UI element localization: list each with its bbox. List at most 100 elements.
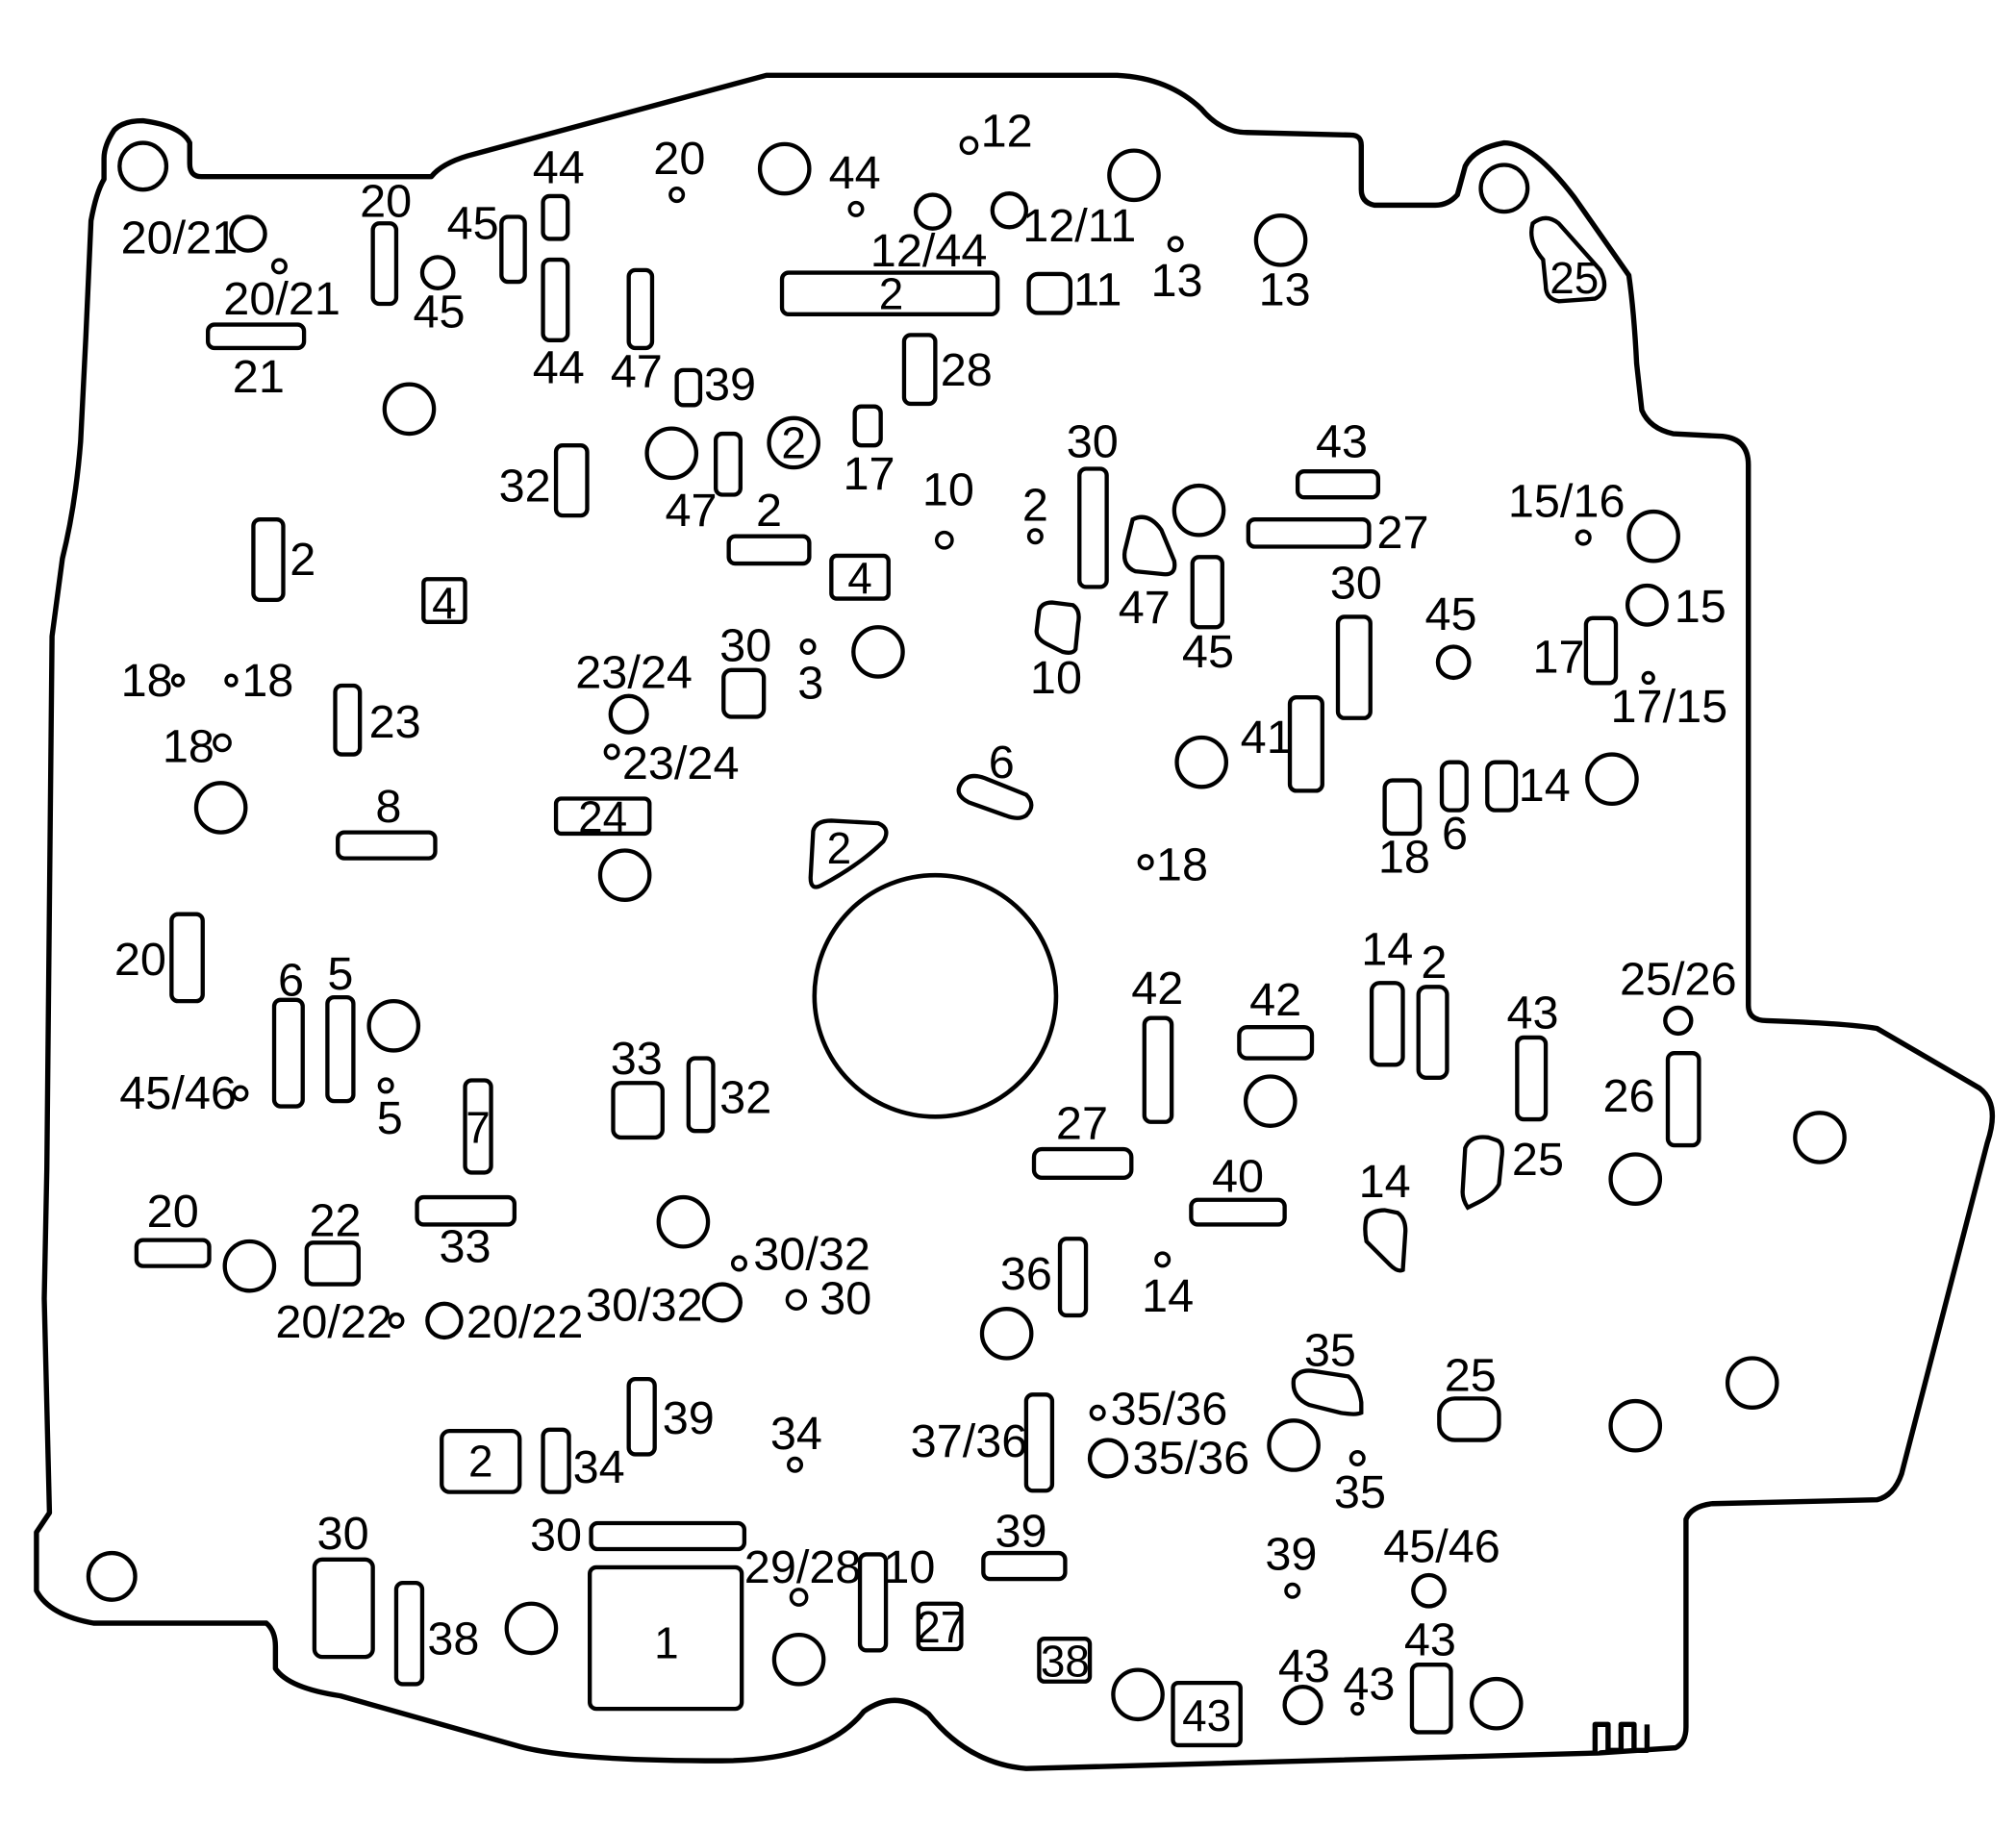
ref-label: 10 — [1030, 652, 1082, 704]
ref-label: 44 — [829, 147, 881, 199]
ref-label: 20 — [653, 133, 705, 185]
ref-label: 44 — [533, 141, 585, 193]
ref-label: 18 — [121, 655, 173, 707]
bolt-hole — [1243, 1074, 1298, 1128]
small-orifice — [1284, 1582, 1301, 1599]
small-orifice — [232, 1085, 249, 1102]
slot — [1515, 1035, 1549, 1122]
ref-label: 32 — [719, 1071, 771, 1123]
orifice-hole — [419, 255, 456, 290]
irregular-passage — [1460, 1135, 1504, 1211]
ref-label: 40 — [1212, 1151, 1264, 1203]
slot — [1142, 1015, 1174, 1124]
small-orifice — [787, 1456, 804, 1473]
slot — [1295, 469, 1381, 500]
ref-label: 35/36 — [1111, 1383, 1228, 1435]
ref-label: 14 — [1519, 760, 1571, 812]
ref-label: 26 — [1602, 1070, 1654, 1122]
irregular-passages — [808, 215, 1607, 1416]
irregular-passage — [808, 818, 889, 889]
slot — [336, 830, 438, 861]
ref-label: 20 — [360, 176, 412, 228]
bolt-hole — [1267, 1418, 1321, 1472]
boxed-ref-frame — [588, 1564, 744, 1712]
slot — [1382, 778, 1423, 837]
bolt-hole — [644, 426, 699, 481]
ref-label: 17/15 — [1611, 681, 1728, 733]
bolt-hole — [1107, 148, 1161, 203]
slot — [1369, 981, 1405, 1067]
slot — [333, 683, 363, 757]
ref-label: 35/36 — [1133, 1433, 1250, 1485]
ref-label: 30/32 — [753, 1229, 870, 1281]
ref-label: 10 — [883, 1541, 935, 1593]
ref-label: 12/44 — [870, 225, 988, 277]
orifice-hole — [990, 191, 1029, 230]
ref-label: 37/36 — [911, 1415, 1028, 1467]
slot — [1026, 271, 1072, 315]
ref-label: 6 — [989, 737, 1015, 788]
ref-label: 23/24 — [622, 738, 740, 789]
ref-label: 8 — [375, 781, 401, 833]
ref-label: 15 — [1675, 581, 1726, 633]
bolt-hole — [1253, 213, 1308, 267]
ref-label: 2 — [756, 485, 782, 537]
boxed-ref-frame — [1037, 1637, 1093, 1684]
ref-label: 25/26 — [1620, 953, 1737, 1005]
bolt-hole — [1111, 1667, 1165, 1722]
ref-label: 43 — [1316, 415, 1368, 467]
boxed-ref-frame — [916, 1601, 964, 1652]
ref-label: 30 — [317, 1508, 369, 1560]
box-label: 27 — [916, 1602, 965, 1652]
small-orifice — [730, 1255, 747, 1272]
small-orifice — [1575, 529, 1592, 546]
ref-label: 20/22 — [275, 1296, 392, 1348]
ref-label: 45 — [1424, 588, 1476, 640]
small-orifice — [1154, 1251, 1172, 1268]
irregular-passage — [1291, 1368, 1364, 1416]
orifice-hole — [608, 693, 649, 735]
ref-label: 14 — [1361, 923, 1413, 975]
slot — [1665, 1051, 1701, 1148]
ref-label: 13 — [1151, 255, 1203, 307]
box-label: 24 — [578, 792, 627, 842]
ref-label: 18 — [241, 655, 293, 707]
bolt-hole — [1172, 483, 1226, 538]
ref-label: 22 — [309, 1195, 361, 1247]
ref-label: 30 — [1330, 558, 1382, 610]
slot — [393, 1580, 425, 1687]
orifice-hole — [913, 192, 952, 231]
slot — [1335, 614, 1373, 720]
slot — [1237, 1024, 1315, 1061]
ref-label: 13 — [1259, 263, 1311, 315]
ref-label: 20 — [147, 1186, 199, 1238]
slot — [1246, 516, 1372, 549]
irregular-passage — [1034, 600, 1081, 655]
slot — [1077, 466, 1109, 589]
slot — [1409, 1663, 1453, 1735]
small-orifice — [799, 638, 817, 656]
slot — [1416, 985, 1449, 1080]
small-orifice — [1641, 670, 1655, 686]
ref-label: 6 — [278, 955, 304, 1007]
small-orifice — [213, 733, 232, 753]
ref-label: 39 — [1265, 1529, 1317, 1581]
irregular-passage — [1363, 1208, 1408, 1273]
boxed-references: 2 2 4 4 24 2 7 2 1 27 38 43 25 — [421, 253, 1599, 1748]
slot — [857, 1552, 889, 1653]
ref-label: 18 — [1156, 839, 1208, 891]
boxed-ref-frame — [463, 1078, 493, 1175]
ref-label: 14 — [1359, 1156, 1411, 1208]
bolt-hole — [1478, 163, 1530, 214]
ref-label: 10 — [922, 463, 974, 515]
slot — [589, 1520, 747, 1552]
small-orifice — [603, 743, 620, 761]
small-orifice — [668, 187, 686, 204]
ref-label: 25 — [1512, 1134, 1564, 1186]
ref-label: 2 — [290, 534, 315, 586]
bolt-hole — [1608, 1398, 1663, 1453]
ref-label: 45/46 — [119, 1067, 237, 1119]
bolt-hole — [1608, 1152, 1663, 1206]
small-orifice — [1348, 1449, 1366, 1466]
